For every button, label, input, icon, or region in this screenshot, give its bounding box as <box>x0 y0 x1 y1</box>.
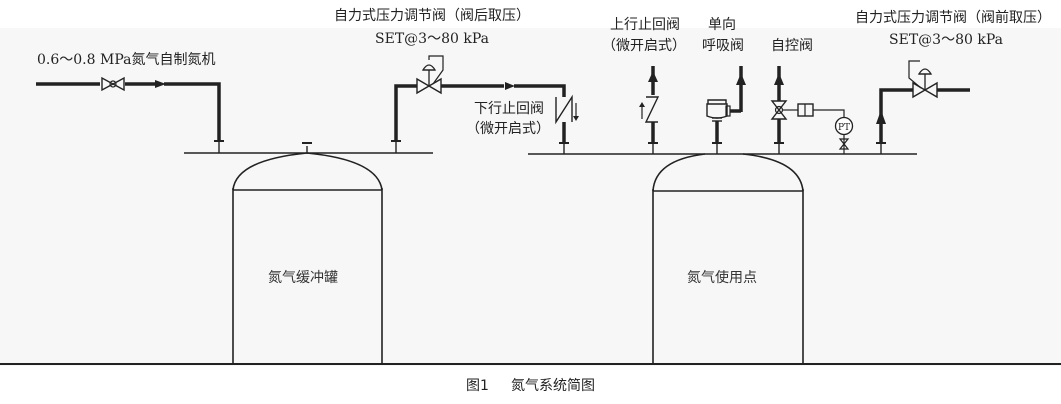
figure-number: 图1 <box>466 378 489 394</box>
pt-text: PT <box>838 123 850 133</box>
use-point-tank <box>528 153 917 364</box>
buffer-tank-label: 氮气缓冲罐 <box>268 270 338 286</box>
down-check-valve-subtitle: （微开启式） <box>466 121 550 137</box>
buffer-tank <box>184 142 433 364</box>
inlet-gate-valve-icon <box>101 76 125 92</box>
regulator-valve-before-icon <box>876 60 970 154</box>
figure-title: 氮气系统简图 <box>510 378 595 394</box>
pressure-transmitter-icon: PT <box>834 116 854 154</box>
regulator-before-title: 自力式压力调节阀（阀前取压） <box>855 10 1051 26</box>
down-check-valve-icon <box>555 94 579 154</box>
regulator-after-title: 自力式压力调节阀（阀后取压） <box>334 8 530 24</box>
up-check-valve-subtitle: （微开启式） <box>602 38 686 54</box>
buffer-tank-dome <box>232 152 383 191</box>
self-control-valve-label: 自控阀 <box>771 38 813 54</box>
outlet-flow-arrow-icon <box>505 82 515 90</box>
figure-caption: 图1 氮气系统简图 <box>0 375 1061 395</box>
regulator-after-setpoint: SET@3～80 kPa <box>375 31 489 47</box>
up-check-valve-icon <box>639 66 660 154</box>
breather-valve-subtitle: 呼吸阀 <box>702 38 744 54</box>
regulator-before-setpoint: SET@3～80 kPa <box>889 32 1003 48</box>
up-check-valve-title: 上行止回阀 <box>610 17 680 33</box>
source-label: 0.6～0.8 MPa氮气自制氮机 <box>37 52 216 68</box>
inlet-line <box>36 76 224 153</box>
inlet-flow-arrow-icon <box>155 80 166 88</box>
regulator-valve-after-icon <box>416 55 444 95</box>
buffer-outlet-line <box>391 55 566 153</box>
breather-valve-icon <box>706 66 746 154</box>
breather-valve-title: 单向 <box>708 17 736 33</box>
self-control-valve-icon <box>770 66 845 154</box>
down-check-valve-title: 下行止回阀 <box>474 101 544 117</box>
use-point-tank-dome <box>652 153 804 192</box>
use-point-tank-label: 氮气使用点 <box>687 270 757 286</box>
